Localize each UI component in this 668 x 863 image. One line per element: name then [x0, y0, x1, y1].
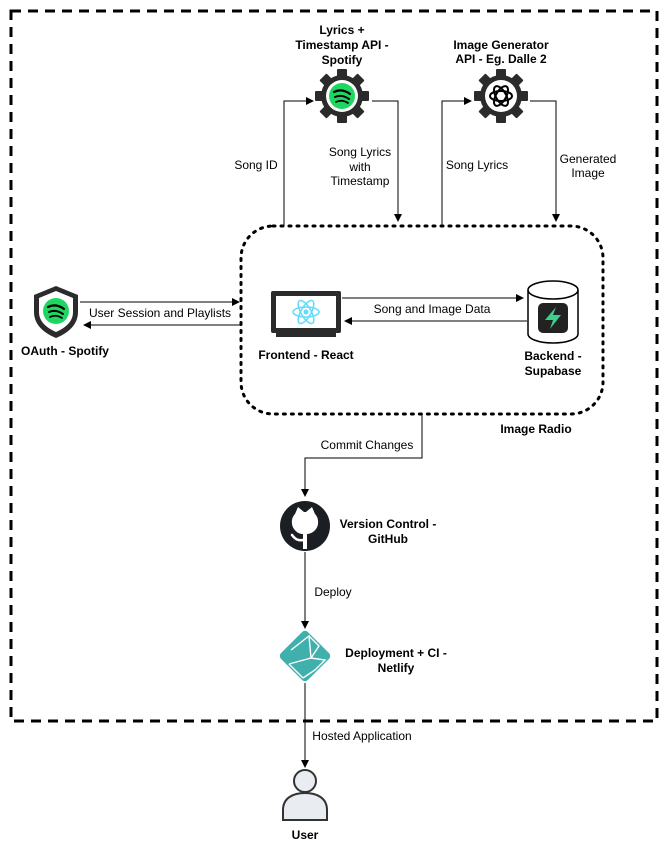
react-monitor-icon: [271, 291, 341, 337]
edge-label-hosted: Hosted Application: [312, 729, 412, 743]
edge-label-song-lyrics-ts-2: with: [349, 160, 371, 174]
lyrics-api-title-2: Timestamp API -: [295, 38, 389, 52]
edge-label-deploy: Deploy: [314, 585, 352, 599]
supabase-database-icon: [527, 280, 579, 344]
edge-label-song-lyrics-ts-3: Timestamp: [330, 174, 390, 188]
github-title-2: GitHub: [368, 532, 408, 546]
lyrics-api-title-1: Lyrics +: [319, 23, 365, 37]
netlify-title-2: Netlify: [377, 661, 415, 675]
edge-label-song-lyrics-ts-1: Song Lyrics: [328, 145, 392, 159]
group-title: Image Radio: [500, 422, 572, 436]
edge-song-lyrics: [441, 97, 472, 226]
netlify-title-1: Deployment + CI -: [345, 646, 447, 660]
image-api-title-2: API - Eg. Dalle 2: [455, 52, 547, 66]
outer-boundary: [9, 9, 659, 723]
user-icon: [282, 769, 328, 821]
spotify-shield-icon: [34, 286, 78, 338]
edge-label-commit: Commit Changes: [320, 438, 414, 452]
edge-label-song-id: Song ID: [234, 158, 278, 172]
edge-label-session: User Session and Playlists: [88, 306, 232, 320]
backend-title-1: Backend -: [524, 349, 582, 363]
oauth-title: OAuth - Spotify: [21, 344, 109, 358]
edge-label-song-lyrics: Song Lyrics: [445, 158, 509, 172]
edge-generated-image: [530, 100, 560, 222]
edge-song-lyrics-timestamp: [372, 100, 402, 222]
user-title: User: [291, 828, 319, 842]
openai-gear-icon: [474, 69, 528, 123]
spotify-gear-icon: [315, 69, 369, 123]
frontend-title: Frontend - React: [258, 348, 354, 362]
edge-song-id: [283, 97, 314, 226]
backend-title-2: Supabase: [524, 364, 582, 378]
image-api-title-1: Image Generator: [453, 38, 549, 52]
github-icon: [280, 501, 330, 551]
edge-label-song-image-data: Song and Image Data: [373, 302, 491, 316]
edge-label-generated-image-1: Generated: [559, 152, 617, 166]
lyrics-api-title-3: Spotify: [321, 53, 363, 67]
edge-label-generated-image-2: Image: [571, 166, 605, 180]
netlify-icon: [279, 630, 331, 682]
github-title-1: Version Control -: [339, 517, 437, 531]
edge-commit-changes: [301, 414, 423, 497]
